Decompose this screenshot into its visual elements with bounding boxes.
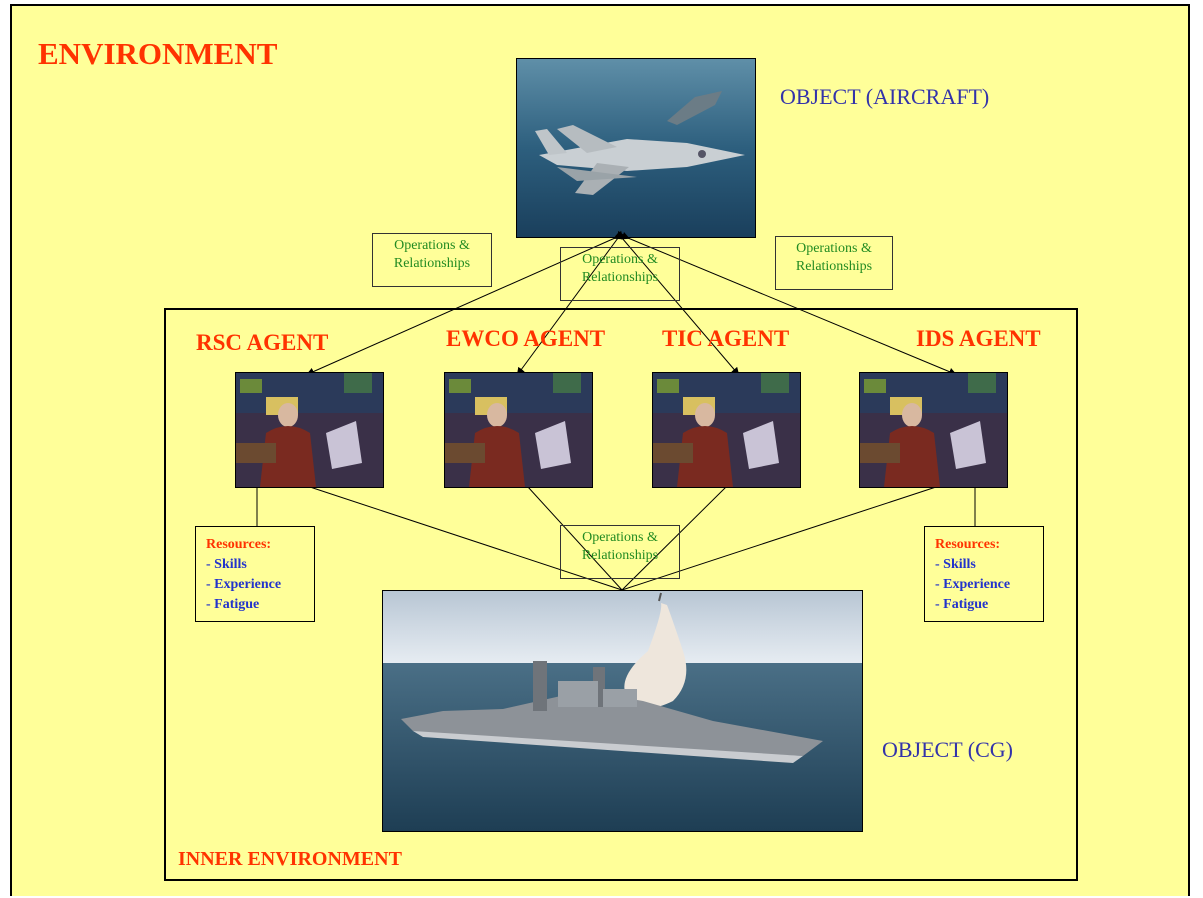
relation-label-left: Operations &Relationships — [372, 233, 492, 287]
object-cg-label: OBJECT (CG) — [882, 737, 1013, 762]
agent-title-ids: IDS AGENT — [916, 326, 1041, 351]
agent-photo-rsc — [235, 372, 384, 488]
relation-label-center-bottom: Operations &Relationships — [560, 525, 680, 579]
cruiser-photo — [382, 590, 863, 832]
agent-title-ewco: EWCO AGENT — [446, 326, 606, 351]
agent-title-rsc: RSC AGENT — [196, 330, 329, 355]
object-aircraft-label: OBJECT (AIRCRAFT) — [780, 84, 990, 109]
inner-environment-title: INNER ENVIRONMENT — [178, 848, 402, 870]
agent-photo-ewco — [444, 372, 593, 488]
agent-title-tic: TIC AGENT — [662, 326, 790, 351]
resources-box-left: Resources: - Skills - Experience - Fatig… — [195, 526, 315, 622]
agent-photo-ids — [859, 372, 1008, 488]
resources-box-right: Resources: - Skills - Experience - Fatig… — [924, 526, 1044, 622]
relation-label-right: Operations &Relationships — [775, 236, 893, 290]
environment-title: ENVIRONMENT — [38, 36, 278, 71]
relation-label-center-top: Operations &Relationships — [560, 247, 680, 301]
aircraft-photo — [516, 58, 756, 238]
agent-photo-tic — [652, 372, 801, 488]
